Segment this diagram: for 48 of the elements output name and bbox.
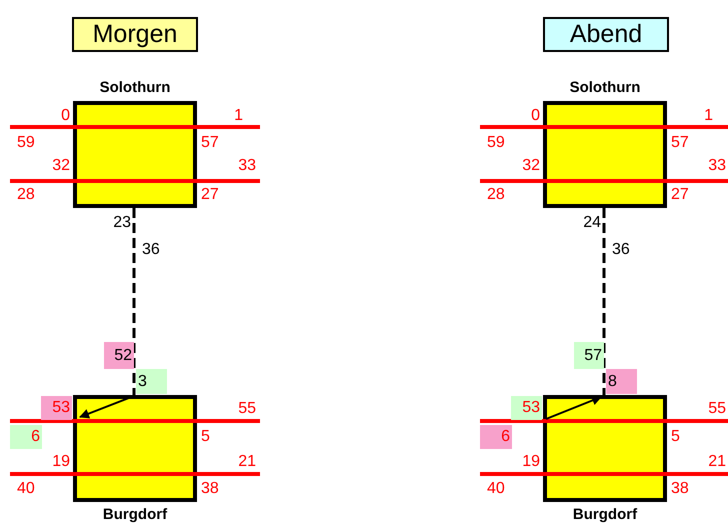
time-label: 32 bbox=[52, 156, 70, 176]
time-label: 5 bbox=[671, 427, 680, 447]
time-label: 21 bbox=[238, 452, 256, 472]
station-name: Solothurn bbox=[98, 79, 172, 97]
time-label: 0 bbox=[61, 106, 70, 126]
time-label: 24 bbox=[583, 213, 601, 233]
highlighted-time: 57 bbox=[574, 342, 604, 369]
time-label: 0 bbox=[531, 106, 540, 126]
title-box: Morgen bbox=[72, 17, 198, 52]
time-label: 33 bbox=[708, 156, 726, 176]
highlighted-time: 6 bbox=[480, 425, 512, 449]
station-name: Burgdorf bbox=[572, 506, 638, 524]
time-label: 23 bbox=[113, 213, 131, 233]
highlighted-time: 52 bbox=[104, 342, 134, 369]
title-box: Abend bbox=[543, 17, 669, 52]
time-label: 19 bbox=[52, 452, 70, 472]
time-label: 28 bbox=[487, 185, 505, 205]
time-label: 40 bbox=[17, 479, 35, 499]
time-label: 57 bbox=[671, 133, 689, 153]
time-label: 36 bbox=[142, 240, 160, 260]
time-label: 32 bbox=[522, 156, 540, 176]
time-label: 38 bbox=[671, 479, 689, 499]
time-label: 57 bbox=[201, 133, 219, 153]
highlighted-time: 53 bbox=[41, 396, 72, 420]
time-label: 5 bbox=[201, 427, 210, 447]
dashed-connector bbox=[132, 208, 136, 395]
highlighted-time: 6 bbox=[10, 425, 42, 449]
time-label: 40 bbox=[487, 479, 505, 499]
time-label: 27 bbox=[671, 185, 689, 205]
time-label: 38 bbox=[201, 479, 219, 499]
highlighted-time: 8 bbox=[606, 369, 637, 394]
highlighted-time: 53 bbox=[511, 396, 542, 420]
time-label: 21 bbox=[708, 452, 726, 472]
time-label: 28 bbox=[17, 185, 35, 205]
time-label: 27 bbox=[201, 185, 219, 205]
station-name: Solothurn bbox=[568, 79, 642, 97]
time-label: 59 bbox=[17, 133, 35, 153]
time-label: 59 bbox=[487, 133, 505, 153]
time-label: 36 bbox=[612, 240, 630, 260]
time-label: 19 bbox=[522, 452, 540, 472]
time-label: 55 bbox=[238, 399, 256, 419]
time-label: 55 bbox=[708, 399, 726, 419]
dashed-connector bbox=[602, 208, 606, 395]
time-label: 33 bbox=[238, 156, 256, 176]
highlighted-time: 3 bbox=[136, 369, 167, 394]
time-label: 1 bbox=[234, 106, 243, 126]
time-label: 1 bbox=[704, 106, 713, 126]
station-name: Burgdorf bbox=[102, 506, 168, 524]
